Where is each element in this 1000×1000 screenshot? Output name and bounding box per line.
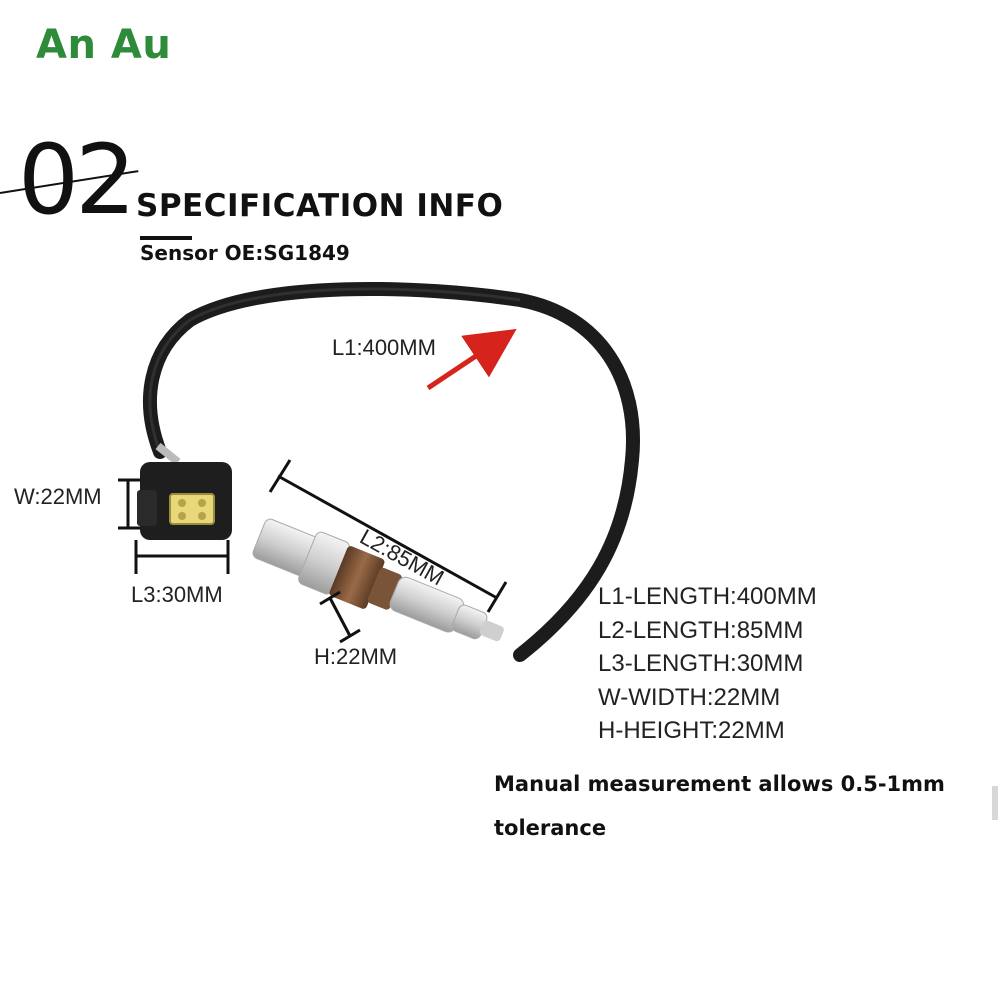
section-title: SPECIFICATION INFO [136, 188, 504, 224]
tolerance-note: Manual measurement allows 0.5-1mm tolera… [494, 772, 945, 840]
dimension-line-w [118, 478, 140, 530]
sensor-body [252, 518, 504, 642]
red-arrow [426, 328, 517, 391]
dimension-line-l2 [268, 459, 508, 613]
spec-item: L3-LENGTH:30MM [598, 650, 804, 677]
spec-item: L2-LENGTH:85MM [598, 616, 804, 644]
spec-list: L1-LENGTH:400MM L2-LENGTH:85MM L3-LENGTH… [598, 580, 817, 748]
connector-plug [137, 462, 232, 540]
dimension-label-w: W:22MM [14, 484, 102, 509]
spec-item: L1-LENGTH:400MM [598, 583, 817, 610]
title-underline [140, 236, 192, 240]
dimension-line-l3 [134, 540, 230, 574]
sensor-oe-label: Sensor OE:SG1849 [140, 241, 350, 265]
dimension-label-l1: L1:400MM [332, 335, 436, 360]
brand-logo-text: An Au [36, 22, 172, 68]
spec-item: H-HEIGHT:22MM [598, 717, 785, 744]
edge-mark [992, 786, 998, 820]
dimension-label-l3: L3:30MM [131, 582, 223, 607]
spec-item: W-WIDTH:22MM [598, 683, 781, 711]
dimension-label-h: H:22MM [314, 644, 398, 669]
dimension-line-h [319, 590, 361, 644]
